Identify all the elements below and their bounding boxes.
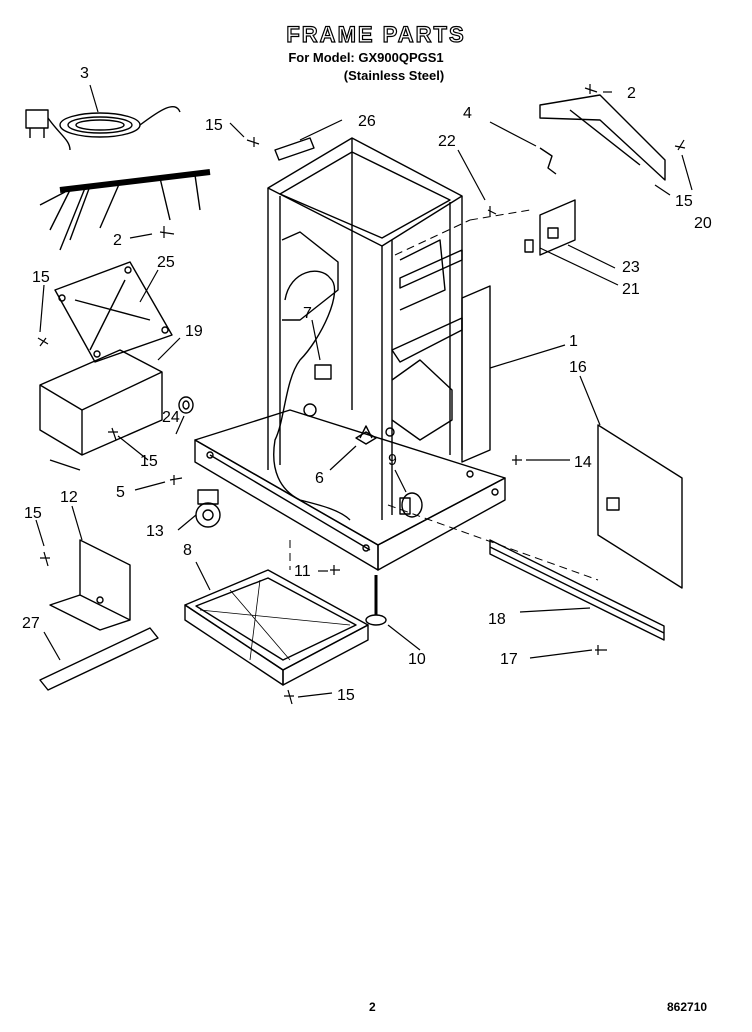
page-title: FRAME PARTS: [286, 21, 466, 47]
callout-9: 9: [388, 452, 397, 469]
side-panel-part-16: [597, 424, 683, 589]
latch-part-23: [539, 199, 576, 256]
switch-part-7: [314, 364, 332, 380]
callout-27: 27: [22, 615, 40, 632]
cover-plate-part-25: [54, 261, 173, 363]
callout-21: 21: [622, 281, 640, 298]
callout-15: 15: [205, 117, 223, 134]
callout-labels: 3 2 4 22 15 26 2 25 15 19 7 15 20 23 21 …: [22, 65, 712, 704]
callout-15: 15: [337, 687, 355, 704]
callout-10: 10: [408, 651, 426, 668]
callout-14: 14: [574, 454, 592, 471]
page-number: 2: [369, 1000, 376, 1014]
callout-8: 8: [183, 542, 192, 559]
frame-assembly: [194, 137, 506, 571]
bushing-part-24: [178, 396, 194, 414]
callout-6: 6: [315, 470, 324, 487]
motor-part-9: [401, 492, 423, 518]
callout-24: 24: [162, 409, 180, 426]
callout-5: 5: [116, 484, 125, 501]
callout-13: 13: [146, 523, 164, 540]
callout-2: 2: [113, 232, 122, 249]
toe-kick-part-18: [489, 539, 665, 641]
document-number: 862710: [667, 1000, 708, 1014]
finish-label: (Stainless Steel): [343, 68, 445, 83]
callout-4: 4: [463, 105, 472, 122]
leveling-leg-part-10: [365, 575, 387, 626]
screws: [37, 84, 686, 705]
callout-26: 26: [358, 113, 376, 130]
bracket-part-12: [49, 539, 131, 631]
callout-16: 16: [569, 359, 587, 376]
callout-3: 3: [80, 65, 89, 82]
callout-15: 15: [32, 269, 50, 286]
callout-18: 18: [488, 611, 506, 628]
grommet-part-6: [355, 425, 377, 445]
callout-19: 19: [185, 323, 203, 340]
callout-7: 7: [303, 305, 312, 322]
callout-11: 11: [294, 563, 311, 580]
callout-15: 15: [140, 453, 158, 470]
plate-part-21: [524, 239, 534, 253]
callout-20: 20: [694, 215, 712, 232]
filter-strip-part-27: [39, 627, 159, 691]
callout-22: 22: [438, 133, 456, 150]
callout-15: 15: [24, 505, 42, 522]
callout-1: 1: [569, 333, 578, 350]
callout-12: 12: [60, 489, 78, 506]
caster-part-13: [195, 489, 221, 528]
callout-15: 15: [675, 193, 693, 210]
callout-2: 2: [627, 85, 636, 102]
callout-23: 23: [622, 259, 640, 276]
power-cord-part-3: [25, 106, 211, 251]
base-pan-part-8: [184, 569, 369, 686]
callout-25: 25: [157, 254, 175, 271]
hinge-part-4: [539, 147, 557, 175]
model-number: For Model: GX900QPGS1: [288, 50, 444, 65]
box-cover-part-19: [39, 349, 163, 471]
callout-17: 17: [500, 651, 518, 668]
top-bracket-part-20: [539, 94, 666, 181]
clip-part-26: [274, 137, 315, 161]
